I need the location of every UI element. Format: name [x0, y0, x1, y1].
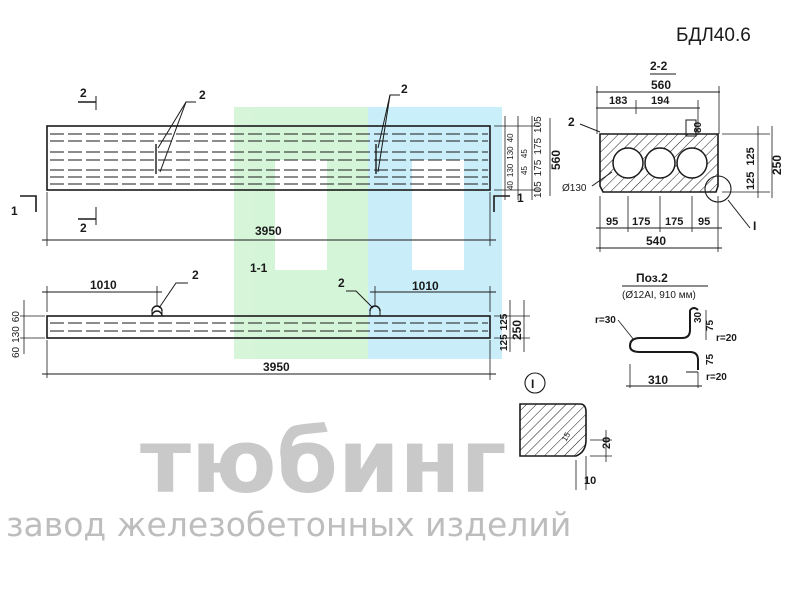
section-2-2-bottom-dim-3: 175 [665, 216, 683, 228]
watermark-logo [234, 107, 502, 359]
section-1-1-callout-a: 2 [192, 268, 199, 282]
section-2-2-callout: 2 [568, 115, 575, 129]
section-2-2-label: 2-2 [650, 59, 668, 73]
section-2-2-dim-194: 194 [651, 95, 670, 107]
plan-callout-2b: 2 [401, 82, 408, 96]
plan-section-mark-top: 2 [80, 86, 87, 100]
watermark-subtitle: завод железобетонных изделий [6, 505, 571, 544]
plan-width-dim: 560 [549, 150, 563, 170]
detail-I-dim-10: 10 [584, 475, 596, 487]
section-1-1-right-dims: 125125 [499, 313, 510, 351]
section-2-2-height-dim: 250 [770, 155, 784, 175]
plan-section-mark-bottom: 2 [80, 221, 87, 235]
pos2-dim-30: 30 [693, 311, 704, 323]
pos2-radius-20a: r=20 [716, 333, 737, 344]
section-2-2-dim-80: 80 [693, 121, 704, 133]
section-1-1-callout-b: 2 [338, 276, 345, 290]
pos2-rebar-detail: Поз.2 (Ø12AI, 910 мм) r=30 30 75 r=20 75… [595, 271, 737, 388]
section-1-1-offset-right: 1010 [412, 279, 439, 293]
section-2-2-bottom-dim-2: 175 [632, 216, 650, 228]
pos2-radius-20b: r=20 [706, 372, 727, 383]
detail-I-mark: I [531, 377, 534, 391]
section-1-1-height-dim: 250 [510, 320, 524, 340]
section-1-1-label: 1-1 [250, 261, 268, 275]
section-2-2-detail-mark: I [753, 219, 756, 233]
pos2-radius-30: r=30 [595, 315, 616, 326]
watermark-brand: тюбинг [140, 410, 506, 513]
plan-length-dim: 3950 [255, 224, 282, 238]
detail-I-dim-20: 20 [601, 437, 613, 449]
section-2-2-right-dims: 125125 [745, 147, 757, 190]
pos2-spec: (Ø12AI, 910 мм) [622, 290, 696, 301]
pos2-dim-75a: 75 [705, 319, 716, 331]
plan-view: 2 2 2 2 1 1 3950 4013013040 4545 [11, 82, 563, 246]
section-2-2-width-bottom: 540 [646, 234, 666, 248]
plan-right-dims-a: 4013013040 [506, 133, 515, 190]
section-2-2: 2-2 560 183 194 2 80 Ø130 I [562, 59, 784, 252]
plan-right-dims-b: 4545 [520, 149, 529, 175]
section-1-1: 1-1 1010 1010 2 2 3950 [11, 261, 530, 380]
plan-cut-mark-left: 1 [11, 204, 18, 218]
section-2-2-hole-label: Ø130 [562, 183, 587, 194]
section-2-2-bottom-dim-1: 95 [606, 216, 618, 228]
pos2-dim-75b: 75 [705, 353, 716, 365]
section-1-1-offset-left: 1010 [90, 278, 117, 292]
plan-cut-mark-right: 1 [517, 191, 524, 205]
section-1-1-left-dims: 6013060 [11, 311, 22, 358]
section-2-2-dim-183: 183 [609, 95, 627, 107]
pos2-length: 310 [648, 373, 668, 387]
plan-callout-2a: 2 [199, 88, 206, 102]
section-2-2-width-top: 560 [651, 78, 671, 92]
section-2-2-bottom-dim-4: 95 [698, 216, 710, 228]
detail-I: I 15 20 10 [519, 372, 613, 490]
plan-right-dims-d: 105175175105 [533, 116, 544, 198]
pos2-title: Поз.2 [636, 271, 668, 285]
drawing-title: БДЛ40.6 [676, 25, 751, 46]
section-1-1-length-dim: 3950 [263, 360, 290, 374]
